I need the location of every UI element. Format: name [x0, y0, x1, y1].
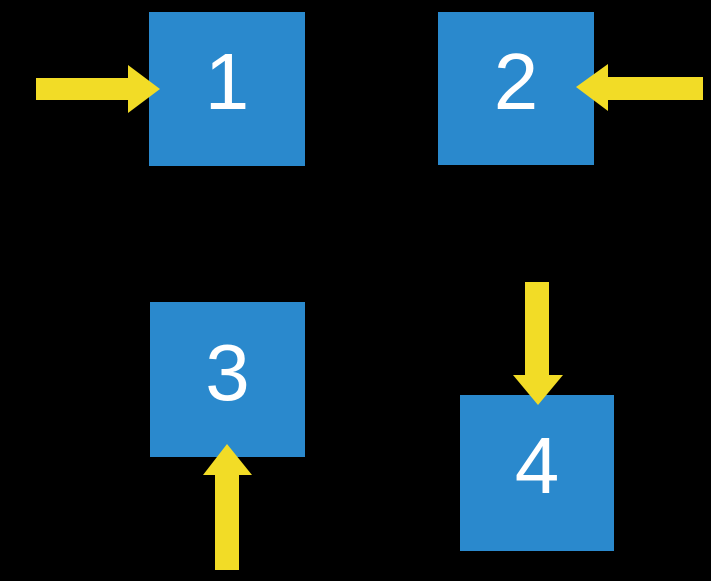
arrow-left-icon [576, 64, 703, 111]
square-1-label: 1 [204, 37, 250, 126]
square-3: 3 [150, 302, 305, 457]
arrow-up-shape [203, 444, 252, 570]
arrow-up-icon [203, 444, 252, 570]
square-2-label: 2 [493, 36, 539, 126]
square-1: 1 [149, 12, 305, 166]
arrow-right-shape [36, 65, 160, 113]
arrow-right-icon [36, 65, 160, 113]
square-4-label: 4 [514, 421, 560, 510]
arrow-down-shape [513, 282, 563, 405]
square-2: 2 [438, 12, 594, 165]
square-4: 4 [460, 395, 614, 551]
square-3-label: 3 [205, 327, 250, 417]
arrow-down-icon [513, 282, 563, 405]
arrow-left-shape [576, 64, 703, 111]
